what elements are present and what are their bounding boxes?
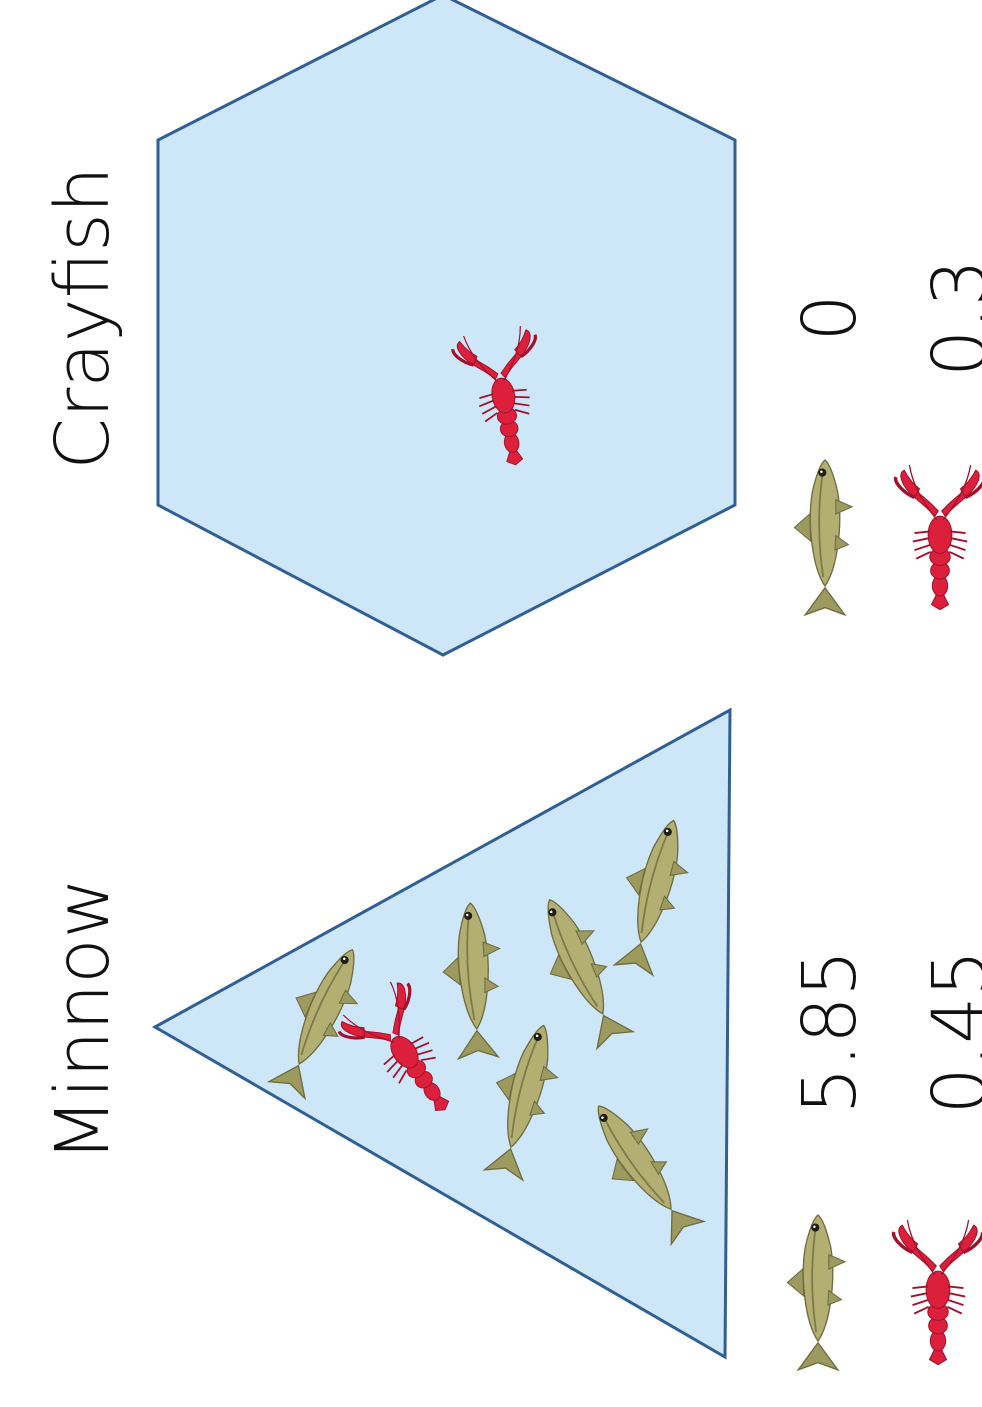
minnow-title: Minnow — [40, 878, 126, 1162]
legend-crayfish-icon — [896, 465, 982, 609]
minnow-triangle — [155, 710, 730, 1357]
legend-crayfish-icon — [894, 1220, 982, 1365]
minnow-crayfish-value: 0.45 — [917, 950, 982, 1115]
crayfish-title: Crayfish — [40, 166, 126, 469]
crayfish-hexagon — [158, 0, 735, 655]
minnow-fish-value: 5.85 — [787, 950, 873, 1115]
crayfish-fish-value: 0 — [787, 294, 873, 341]
crayfish-crayfish-value: 0.3 — [917, 259, 982, 377]
legend-fish-icon — [787, 1215, 845, 1370]
legend-fish-icon — [794, 460, 852, 615]
